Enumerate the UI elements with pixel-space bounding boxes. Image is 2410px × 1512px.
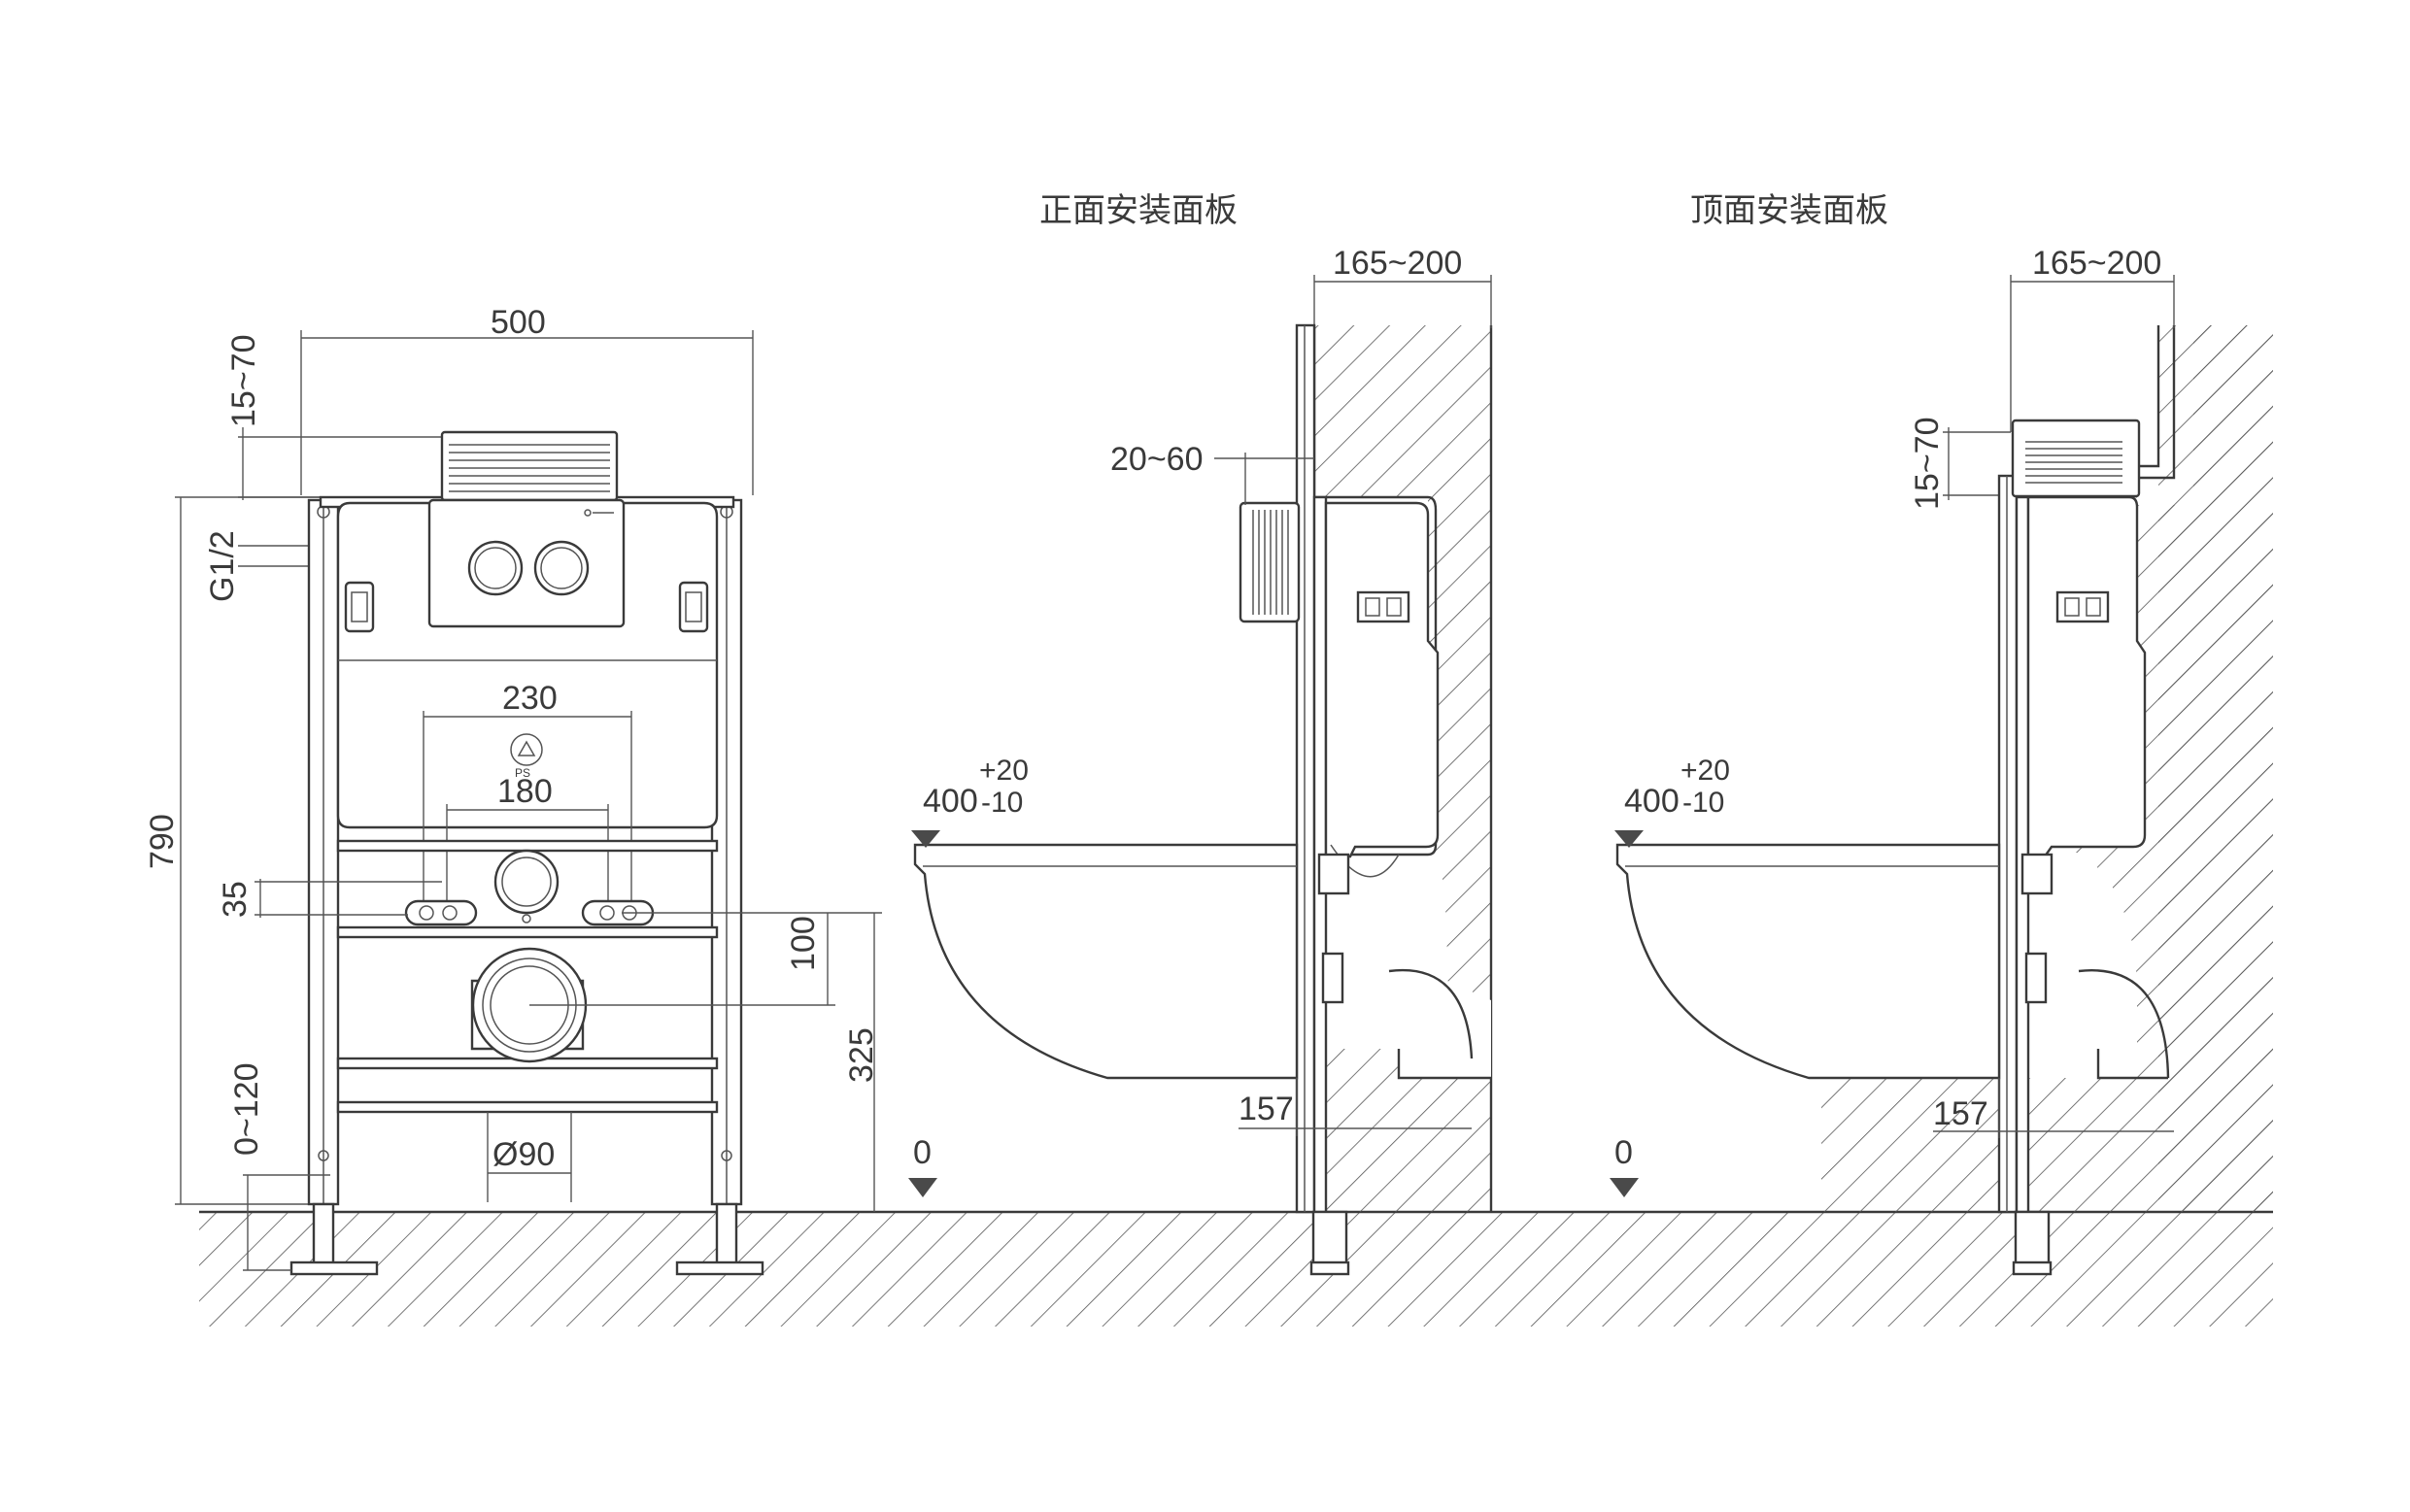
tol-minus-front: -10 <box>981 787 1023 819</box>
ps-mark: PS <box>515 766 530 780</box>
wc-bowl <box>913 843 1299 1080</box>
floor-level-top: 0 <box>1614 1134 1633 1171</box>
floor-level-front: 0 <box>913 1134 932 1171</box>
top-panel-grille <box>2025 441 2122 484</box>
dim-outlet-height: 325 <box>843 1027 880 1083</box>
panel-grille <box>1252 510 1289 615</box>
front-view: 500 15~70 G1/2 790 <box>144 304 882 1276</box>
dim-bolt-inner: 180 <box>497 773 553 810</box>
dim-panel-offset-front: 20~60 <box>1110 441 1204 478</box>
tol-minus-top: -10 <box>1682 787 1724 819</box>
dim-width: 500 <box>491 304 546 341</box>
flush-button-small <box>467 540 524 596</box>
dim-drain: Ø90 <box>492 1136 555 1173</box>
dim-depth-front: 165~200 <box>1333 245 1462 282</box>
tol-plus-top: +20 <box>1680 755 1730 787</box>
wc-bowl-top <box>1615 843 2001 1080</box>
dim-leg-adjust: 0~120 <box>228 1063 265 1157</box>
title-top-panel: 顶面安装面板 <box>1690 191 1888 230</box>
inspection-box <box>1239 501 1301 623</box>
dim-pipe: G1/2 <box>204 530 241 602</box>
dim-slot: 35 <box>217 881 254 918</box>
dim-outlet-depth-front: 157 <box>1239 1091 1294 1127</box>
dim-bolt-outer: 230 <box>502 680 558 717</box>
dim-outlet-offset: 100 <box>785 916 822 971</box>
title-front-panel: 正面安装面板 <box>1039 191 1238 230</box>
seat-height-front: 400 <box>923 783 978 820</box>
seat-height-top: 400 <box>1624 783 1680 820</box>
dim-offset-top: 15~70 <box>225 335 262 428</box>
flush-plate <box>427 498 626 628</box>
dim-depth-top: 165~200 <box>2032 245 2161 282</box>
side-view-top-panel: 165~200 15~70 <box>1610 245 2273 1276</box>
tol-plus-front: +20 <box>979 755 1029 787</box>
vent-grille <box>449 444 610 492</box>
dim-outlet-depth-top: 157 <box>1933 1095 1988 1132</box>
top-inspection-box <box>2011 419 2141 498</box>
flush-button-large <box>533 540 590 596</box>
dim-panel-offset-top: 15~70 <box>1909 418 1946 511</box>
recycle-icon: PS <box>510 733 543 780</box>
dim-height: 790 <box>144 814 181 869</box>
floor-slab <box>199 1210 2273 1327</box>
side-view-front-panel: 165~200 20~60 <box>908 245 1493 1276</box>
